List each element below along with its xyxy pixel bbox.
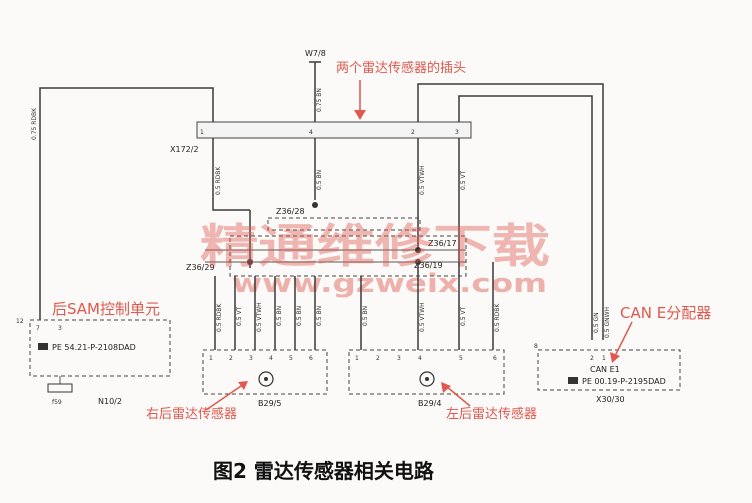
wire-label-b5-rdbk: 0.5 RDBK <box>216 303 223 332</box>
z36-17-label: Z36/17 <box>428 239 457 248</box>
b29-4-sensor-symbol <box>419 371 435 387</box>
b29-4-label: B29/4 <box>418 399 441 408</box>
wire-label-x172-bn: 0.5 BN <box>316 170 323 190</box>
wire-label-x172-vtwh: 0.5 VTWH <box>419 165 426 195</box>
wire-label-b4-vtwh: 0.5 VTWH <box>419 302 426 332</box>
can-wire-outer <box>417 83 604 340</box>
annot-two-sensor-plug: 两个雷达传感器的插头 <box>336 60 466 76</box>
z36-17-node <box>415 247 421 253</box>
b29-5-sensor-symbol <box>258 371 274 387</box>
n10-pe-ref: PE 54.21-P-2108DAD <box>52 343 136 352</box>
rdbk-wire-left <box>39 87 214 320</box>
wire-label-b5-bn1: 0.5 BN <box>276 306 283 326</box>
x172-pin-1: 1 <box>200 129 204 136</box>
w78-label: W7/8 <box>305 49 326 58</box>
x172-pin-4: 4 <box>309 129 313 136</box>
wire-label-b5-vt: 0.5 VT <box>236 306 243 326</box>
x30-pin-1: 1 <box>602 355 606 362</box>
wire-label-rdbk-left: 0.75 RDBK <box>31 107 38 140</box>
b4-pin-6: 6 <box>493 355 497 362</box>
arrow-right-sensor <box>205 383 245 411</box>
b4-pin-1: 1 <box>355 355 359 362</box>
b5-pin-4: 4 <box>269 355 273 362</box>
x172-rdbk-down <box>212 138 250 211</box>
b29-5-label: B29/5 <box>258 399 281 408</box>
wire-label-x172-vt: 0.5 VT <box>460 170 467 190</box>
annot-right-rear-sensor: 右后雷达传感器 <box>146 406 237 422</box>
watermark-title: 精通维修下载 <box>200 219 550 273</box>
wire-label-b4-rdbk: 0.5 RDBK <box>494 303 501 332</box>
x30-can-e1: CAN E1 <box>590 365 620 374</box>
z36-28-label: Z36/28 <box>276 207 305 216</box>
n10-fuse-label: f59 <box>52 399 62 406</box>
b29-5-sensor-center <box>264 377 268 381</box>
wire-label-b5-bn2: 0.5 BN <box>296 306 303 326</box>
wire-label-b4-bn: 0.5 BN <box>362 306 369 326</box>
arrow-left-sensor <box>445 385 471 407</box>
n10-fuse-box <box>47 383 73 393</box>
n10-doc-icon <box>38 343 48 350</box>
x30-doc-icon <box>568 377 578 384</box>
watermark-url: www.gzweix.com <box>232 269 547 299</box>
n10-2-box <box>29 319 171 377</box>
arrowhead-plug <box>354 110 366 120</box>
annot-rear-sam: 后SAM控制单元 <box>52 300 160 318</box>
z36-29-node <box>247 259 253 265</box>
b4-pin-2: 2 <box>376 355 380 362</box>
arrow-can-e <box>613 321 633 359</box>
arrowhead-right-sensor <box>238 381 248 390</box>
x30-pin-2: 2 <box>590 355 594 362</box>
b5-pin-2: 2 <box>229 355 233 362</box>
wire-label-b4-vt: 0.5 VT <box>460 306 467 326</box>
z36-28-node <box>312 202 318 208</box>
wire-label-b5-bn3: 0.5 BN <box>316 306 323 326</box>
arrowhead-can-e <box>610 352 620 363</box>
x30-30-box <box>537 349 681 391</box>
b29-4-box <box>348 349 505 395</box>
wire-label-b5-vtwh: 0.5 VTWH <box>256 302 263 332</box>
n10-pin-top: 12 <box>16 318 24 325</box>
x172-pin-3: 3 <box>455 129 459 136</box>
x172-label: X172/2 <box>170 145 199 154</box>
b4-pin-4: 4 <box>418 355 422 362</box>
b5-pin-3: 3 <box>249 355 253 362</box>
z36-28-splice-box <box>267 217 421 231</box>
z36-29-label: Z36/29 <box>186 263 215 272</box>
b5-pin-6: 6 <box>309 355 313 362</box>
n10-pin-7: 7 <box>36 325 40 332</box>
b5-pin-5: 5 <box>289 355 293 362</box>
b4-pin-3: 3 <box>397 355 401 362</box>
z36-19-label: Z36/19 <box>414 261 443 270</box>
annot-can-e: CAN E分配器 <box>620 304 711 322</box>
n10-pin-3: 3 <box>58 325 62 332</box>
x30-pin-8: 8 <box>534 343 538 350</box>
x172-connector-bar <box>196 121 472 139</box>
b4-pin-5: 5 <box>459 355 463 362</box>
figure-caption: 图2 雷达传感器相关电路 <box>213 459 435 483</box>
wire-label-can-gn: 0.5 GN <box>593 312 600 333</box>
b5-pin-1: 1 <box>209 355 213 362</box>
wire-label-x172-rdbk: 0.5 RDBK <box>215 166 222 195</box>
wire-label-top-bn: 0.75 BN <box>316 88 323 112</box>
annot-left-rear-sensor: 左后雷达传感器 <box>446 406 537 422</box>
wire-label-can-gnwh: 0.5 GNWH <box>604 307 611 338</box>
can-wire-inner <box>458 95 593 340</box>
z36-splice-box <box>229 235 467 277</box>
x30-30-label: X30/30 <box>596 395 625 404</box>
b29-4-sensor-center <box>425 377 429 381</box>
n10-2-label: N10/2 <box>98 397 122 406</box>
x30-pe-ref: PE 00.19-P-2195DAD <box>582 377 666 386</box>
x172-pin-2: 2 <box>411 129 415 136</box>
arrowhead-left-sensor <box>441 382 451 393</box>
